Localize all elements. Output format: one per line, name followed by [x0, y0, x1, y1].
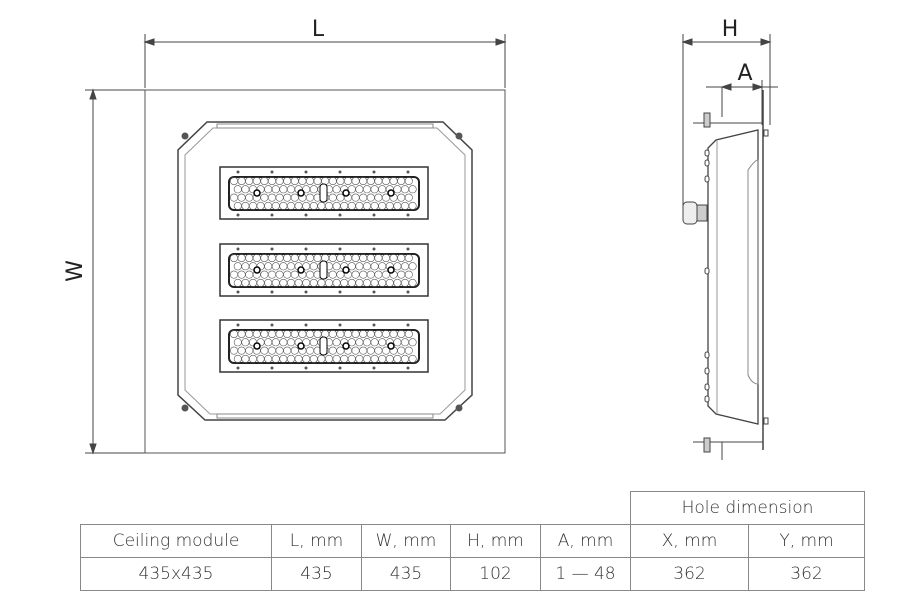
height-label: H — [722, 17, 739, 42]
header-x: X, mm — [630, 524, 749, 558]
screw-head — [704, 149, 710, 157]
mount-screws — [181, 132, 463, 412]
header-ceiling-module: Ceiling module — [80, 524, 272, 558]
screw-head — [704, 367, 710, 375]
screw-head — [704, 159, 710, 167]
cell-h: 102 — [450, 557, 541, 591]
screw-head — [704, 351, 710, 359]
led-module — [219, 319, 429, 373]
led-module — [219, 243, 429, 297]
led-module — [219, 166, 429, 220]
cable-gland — [682, 201, 698, 225]
length-dimension — [143, 34, 507, 88]
side-view — [681, 34, 778, 460]
table-header-row: Ceiling module L, mm W, mm H, mm A, mm X… — [80, 524, 865, 558]
width-label: W — [63, 260, 88, 282]
length-label: L — [312, 17, 325, 42]
adjust-label: A — [737, 61, 752, 86]
screw-head — [704, 267, 710, 275]
screw-head — [704, 383, 710, 391]
cell-l: 435 — [271, 557, 362, 591]
screw-head — [704, 175, 710, 183]
header-y: Y, mm — [748, 524, 865, 558]
cell-w: 435 — [361, 557, 451, 591]
hole-dimension-header: Hole dimension — [630, 491, 865, 525]
header-a: A, mm — [540, 524, 631, 558]
side-housing — [707, 129, 759, 425]
ceiling-plate — [144, 89, 506, 454]
screw-head — [704, 395, 710, 403]
cell-x: 362 — [630, 557, 749, 591]
cell-a: 1 — 48 — [540, 557, 631, 591]
dimension-table: Hole dimension Ceiling module L, mm W, m… — [80, 491, 865, 591]
header-h: H, mm — [450, 524, 541, 558]
cell-ceiling-module: 435x435 — [80, 557, 272, 591]
cell-y: 362 — [748, 557, 865, 591]
table-row: 435x435 435 435 102 1 — 48 362 362 — [80, 557, 865, 591]
technical-drawing: L W H A — [63, 17, 778, 460]
header-l: L, mm — [271, 524, 362, 558]
luminaire-housing — [177, 121, 473, 421]
header-w: W, mm — [361, 524, 451, 558]
width-dimension — [85, 88, 145, 455]
